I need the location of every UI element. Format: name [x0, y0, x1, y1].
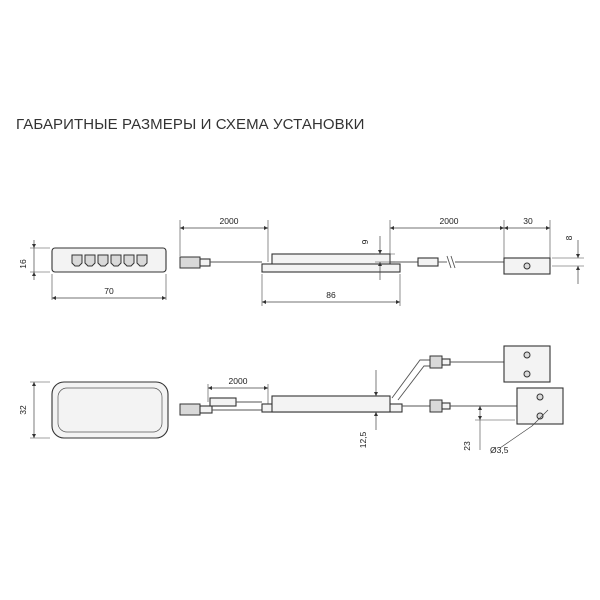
- dim-cable-2000-left: 2000: [220, 216, 239, 226]
- connector-ports: [71, 254, 148, 267]
- dim-plate-8: 8: [564, 235, 574, 240]
- installation-scheme: 2000 12,5 23 Ø3,5: [179, 345, 564, 455]
- dim-width-70: 70: [104, 286, 114, 296]
- dim-distance-23: 23: [462, 441, 472, 451]
- controller-side-view: 2000 9 2000 30 8 86: [179, 216, 584, 306]
- diagram-title: ГАБАРИТНЫЕ РАЗМЕРЫ И СХЕМА УСТАНОВКИ: [16, 116, 365, 133]
- dim-height-16: 16: [18, 259, 28, 269]
- dim-cable-2000-right: 2000: [440, 216, 459, 226]
- dim-height-32: 32: [18, 405, 28, 415]
- controller-front-view: 16 70: [18, 240, 167, 301]
- dim-hole-diameter: Ø3,5: [490, 445, 509, 455]
- dim-length-86: 86: [326, 290, 336, 300]
- dim-height-9: 9: [360, 239, 370, 244]
- dim-plate-30: 30: [523, 216, 533, 226]
- dim-cable-2000-bottom: 2000: [229, 376, 248, 386]
- controller-top-view: 32: [18, 381, 169, 439]
- dim-depth-12-5: 12,5: [358, 431, 368, 448]
